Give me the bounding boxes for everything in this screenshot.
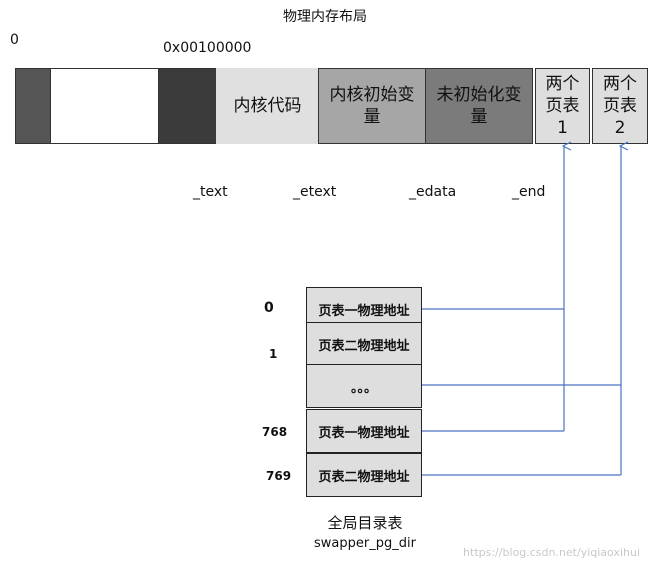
pg-dir-caption: 全局目录表 — [327, 514, 403, 532]
pg-dir-row-ellipsis: 。。。 — [306, 364, 422, 408]
pg-dir-row-768-label: 页表一物理地址 — [318, 425, 410, 441]
page-table-2-label: 两个页表2 — [603, 74, 637, 138]
pg-dir-row-1-label: 页表二物理地址 — [318, 338, 410, 354]
pg-dir-row-768: 页表一物理地址 — [306, 409, 422, 453]
memory-block-2 — [158, 68, 217, 144]
address-start: 0x00100000 — [163, 40, 252, 56]
symbol-end: _end — [512, 184, 546, 200]
pg-dir-subcaption: swapper_pg_dir — [314, 536, 416, 551]
uninitialized-vars-block: 未初始化变量 — [425, 68, 533, 144]
kernel-initialized-vars-block: 内核初始变量 — [318, 68, 426, 144]
pg-dir-row-769: 页表二物理地址 — [306, 453, 422, 497]
pg-dir-row-1: 页表二物理地址 — [306, 322, 422, 366]
diagram-title: 物理内存布局 — [283, 9, 367, 25]
page-table-1-label: 两个页表1 — [545, 74, 580, 138]
symbol-etext: _etext — [293, 184, 337, 200]
symbol-edata: _edata — [409, 184, 457, 200]
memory-block-0 — [15, 68, 51, 144]
pg-dir-index-768: 768 — [262, 425, 288, 439]
address-zero: 0 — [10, 32, 19, 48]
kernel-initialized-vars-label: 内核初始变量 — [329, 85, 415, 127]
pg-dir-row-769-label: 页表二物理地址 — [318, 469, 410, 485]
pg-dir-index-0: 0 — [264, 300, 274, 316]
page-table-2-block: 两个页表2 — [592, 68, 648, 144]
memory-block-1 — [50, 68, 159, 144]
watermark: https://blog.csdn.net/yiqiaoxihui — [463, 546, 640, 559]
pg-dir-index-1: 1 — [269, 347, 278, 361]
symbol-text: _text — [193, 184, 228, 200]
pg-dir-ellipsis-label: 。。。 — [350, 380, 377, 396]
kernel-code-label: 内核代码 — [233, 96, 302, 116]
kernel-code-block: 内核代码 — [216, 68, 319, 144]
pg-dir-index-769: 769 — [266, 469, 292, 483]
pg-dir-row-0-label: 页表一物理地址 — [318, 303, 410, 319]
page-table-1-block: 两个页表1 — [535, 68, 590, 144]
uninitialized-vars-label: 未初始化变量 — [436, 85, 522, 127]
